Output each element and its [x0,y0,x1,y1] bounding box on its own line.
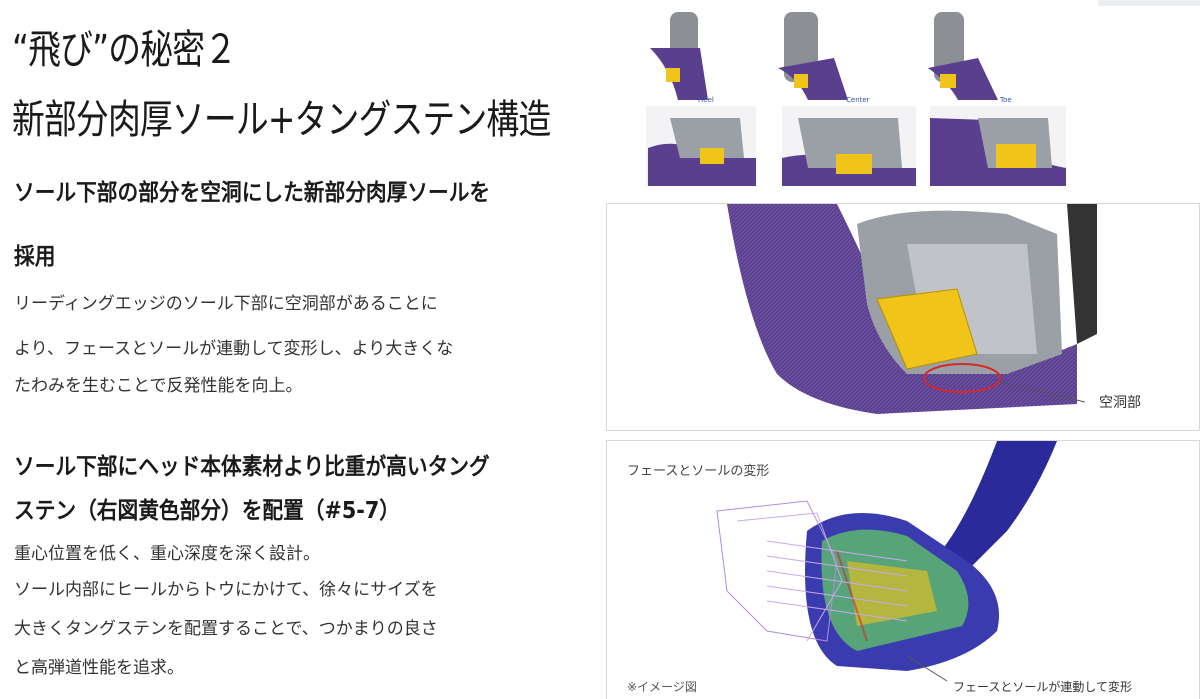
toe-label: Toe [999,96,1012,104]
deformation-title: フェースとソールの変形 [627,463,769,479]
section1-body-line: たわみを生むことで反発性能を向上。 [14,376,303,396]
section2-body-line: と高弾道性能を追求。 [14,658,184,678]
section1-heading-2: 採用 [14,244,56,270]
figure-bottom: フェースとソールの変形 ※イメージ図 フェースとソールが連動して変形 [627,441,1132,694]
title-line-2: 新部分肉厚ソール+タングステン構造 [12,97,551,143]
image-note: ※イメージ図 [627,680,697,694]
text-column: “飛び”の秘密２ 新部分肉厚ソール+タングステン構造 ソール下部の部分を空洞にし… [0,0,600,698]
heel-label: Heel [698,96,714,104]
cavity-label: 空洞部 [1099,395,1141,411]
section2-body-line: 重心位置を低く、重心深度を深く設計。 [14,544,320,564]
figure-top-center: Center [778,12,916,186]
section2-heading-1: ソール下部にヘッド本体素材より比重が高いタング [14,454,490,480]
figure-top-left: Heel [646,12,756,186]
figure-top-right: Toe [928,12,1066,186]
deformation-caption: フェースとソールが連動して変形 [953,679,1132,694]
top-band [1098,0,1200,6]
title-line-1: “飛び”の秘密２ [12,27,237,73]
section1-heading-1: ソール下部の部分を空洞にした新部分肉厚ソールを [14,180,491,206]
section2-heading-2: ステン（右図黄色部分）を配置（#5-7） [14,498,400,524]
center-label: Center [846,96,870,104]
section2-body-line: 大きくタングステンを配置することで、つかまりの良さ [14,619,438,639]
section2-body-line: ソール内部にヒールからトウにかけて、徐々にサイズを [14,580,438,600]
figure-middle: 空洞部 [727,204,1141,414]
section1-body-line: より、フェースとソールが連動して変形し、より大きくな [14,339,454,359]
section1-body-line: リーディングエッジのソール下部に空洞部があることに [14,294,438,314]
